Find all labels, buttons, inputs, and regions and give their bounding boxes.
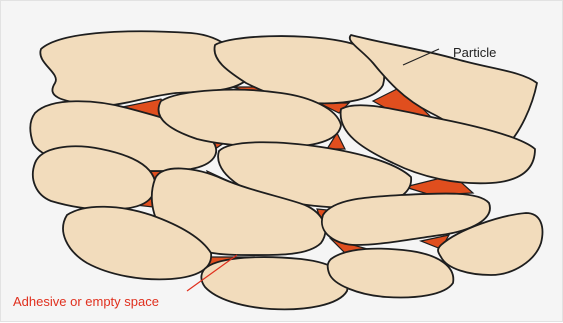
particles	[30, 31, 542, 309]
gap-label: Adhesive or empty space	[13, 294, 159, 309]
particle-label: Particle	[453, 45, 496, 60]
